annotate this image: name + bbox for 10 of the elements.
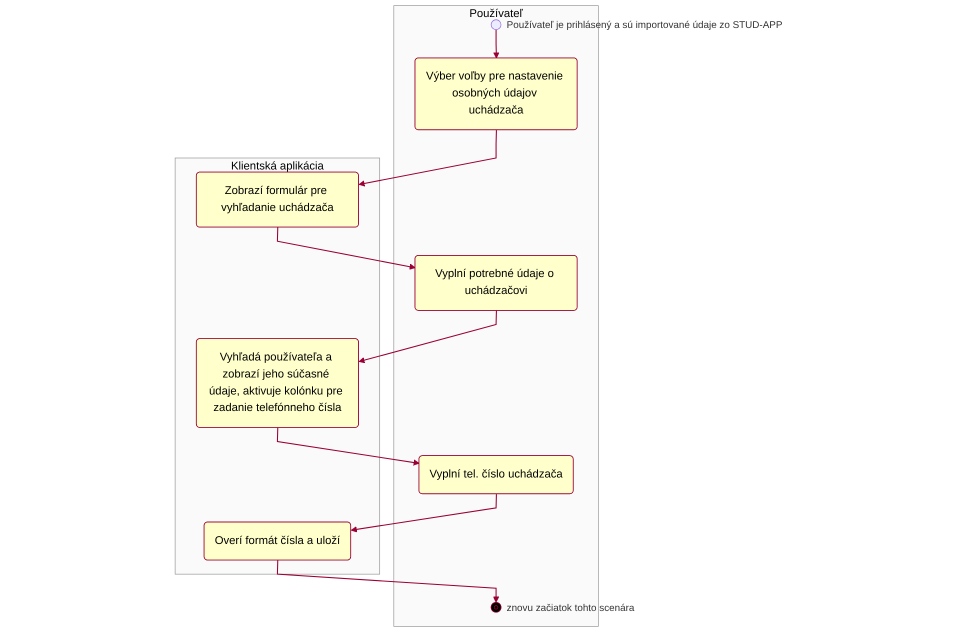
arrow (358, 130, 497, 186)
arrow (276, 428, 420, 466)
node-caption: znovu začiatok tohto scenára (506, 602, 634, 614)
node-caption: Používateľ je prihlásený a sú importované údaje zo STUD-APP (506, 20, 782, 32)
arrow (276, 560, 500, 603)
arrow (358, 310, 497, 364)
arrow (276, 227, 416, 270)
arrow (493, 30, 500, 58)
node-circle (490, 19, 502, 30)
arrow (350, 494, 497, 532)
